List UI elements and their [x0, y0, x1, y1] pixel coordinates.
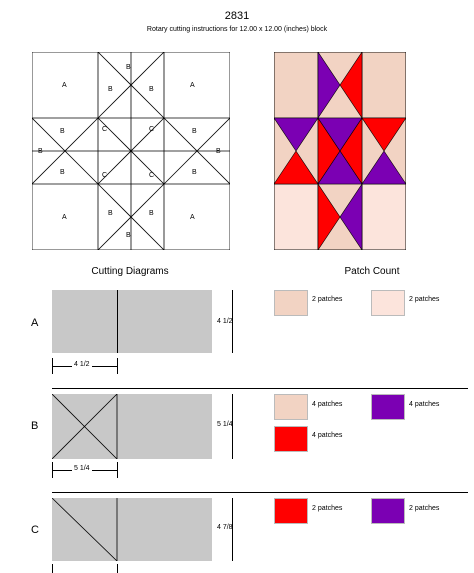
patch-count-heading: Patch Count — [344, 266, 400, 277]
cut-rect-a — [52, 290, 212, 353]
patch-count-text: 4 patches — [312, 432, 343, 439]
dim-tick — [117, 564, 118, 573]
patch-b-purple — [274, 117, 319, 152]
row-divider — [52, 492, 468, 493]
patch-b-red — [339, 52, 363, 119]
label-b: B — [149, 86, 154, 93]
colored-block — [274, 52, 406, 250]
label-a: A — [62, 82, 67, 89]
label-b: B — [216, 148, 221, 155]
patch-count-text: 2 patches — [409, 505, 440, 512]
patch-b-red — [361, 117, 406, 152]
dim-tick — [52, 358, 53, 374]
cut-line-a — [117, 290, 118, 353]
patch-a-corner — [274, 183, 319, 250]
label-b: B — [108, 210, 113, 217]
label-b: B — [38, 148, 43, 155]
row-a-label: A — [31, 317, 39, 329]
dim-b-height: 5 1/4 — [217, 421, 233, 428]
dim-b-width: 5 1/4 — [72, 465, 92, 472]
label-c: C — [149, 172, 155, 179]
cutting-diagrams-heading: Cutting Diagrams — [91, 266, 169, 277]
patch-a-corner — [361, 52, 406, 119]
label-c: C — [149, 126, 155, 133]
patch-swatch — [274, 290, 308, 316]
patch-b-purple — [339, 183, 363, 250]
cut-square-x — [52, 394, 118, 459]
dim-tick — [117, 358, 118, 374]
patch-count-text: 4 patches — [312, 401, 343, 408]
dim-tick — [117, 462, 118, 478]
patch-a-corner — [361, 183, 406, 250]
dim-a-height: 4 1/2 — [217, 318, 233, 325]
patch-b-purple — [361, 150, 406, 185]
dim-tick — [52, 462, 53, 478]
patch-swatch — [274, 498, 308, 524]
dim-c-height: 4 7/8 — [217, 524, 233, 531]
patch-count-text: 2 patches — [312, 505, 343, 512]
patch-b-red — [317, 183, 341, 250]
label-b: B — [108, 86, 113, 93]
block-piece-labels: A A A A B B B B B B B B B B B B C C C C — [32, 52, 230, 250]
block-subtitle: Rotary cutting instructions for 12.00 x … — [146, 26, 328, 33]
label-b: B — [60, 169, 65, 176]
label-b: B — [192, 128, 197, 135]
label-a: A — [190, 82, 195, 89]
cut-square-diagonal — [52, 498, 118, 561]
patch-swatch — [274, 426, 308, 452]
dim-a-width: 4 1/2 — [72, 361, 92, 368]
label-c: C — [102, 126, 108, 133]
patch-swatch — [274, 394, 308, 420]
row-c-label: C — [31, 524, 39, 536]
dim-line-c-vertical — [232, 498, 233, 561]
dim-line-b-vertical — [232, 394, 233, 459]
label-b: B — [149, 210, 154, 217]
label-a: A — [62, 214, 67, 221]
label-b: B — [192, 169, 197, 176]
patch-swatch — [371, 498, 405, 524]
cut-rect-b — [52, 394, 212, 459]
patch-count-text: 4 patches — [409, 401, 440, 408]
patch-b-purple — [317, 52, 341, 119]
block-outline-diagram — [32, 52, 230, 250]
patch-swatch — [371, 290, 405, 316]
patch-c-purple — [317, 150, 363, 185]
label-a: A — [190, 214, 195, 221]
cut-rect-c — [52, 498, 212, 561]
patch-count-text: 2 patches — [409, 296, 440, 303]
patch-a-corner — [274, 52, 319, 119]
block-number-title: 2831 — [224, 10, 250, 22]
label-b: B — [60, 128, 65, 135]
label-b: B — [126, 64, 131, 71]
patch-b-red — [274, 150, 319, 185]
patch-swatch — [371, 394, 405, 420]
dim-line-a-vertical — [232, 290, 233, 353]
row-divider — [52, 388, 468, 389]
dim-tick — [52, 564, 53, 573]
label-b: B — [126, 232, 131, 239]
patch-count-text: 2 patches — [312, 296, 343, 303]
row-b-label: B — [31, 420, 39, 432]
label-c: C — [102, 172, 108, 179]
